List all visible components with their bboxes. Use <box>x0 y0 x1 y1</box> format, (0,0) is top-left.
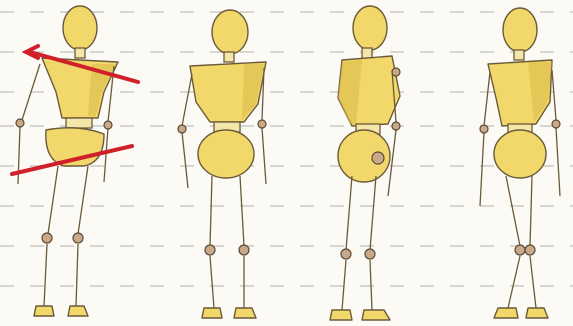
figure-back-view <box>480 8 560 318</box>
joint <box>525 245 535 255</box>
joint <box>73 233 83 243</box>
joint <box>365 249 375 259</box>
left-forearm <box>480 132 484 206</box>
left-forearm <box>182 132 188 188</box>
joint <box>552 120 560 128</box>
right-shin <box>76 244 78 306</box>
back-shin <box>342 260 346 310</box>
neck <box>75 48 85 58</box>
figure-back-three-quarter-view <box>178 10 266 318</box>
right-shin <box>530 256 536 308</box>
head <box>353 6 387 50</box>
right-foot <box>68 306 88 316</box>
front-foot <box>362 310 390 320</box>
joint <box>392 122 400 130</box>
left-foot <box>34 306 54 316</box>
joint <box>515 245 525 255</box>
right-forearm <box>556 128 560 196</box>
joint <box>205 245 215 255</box>
joint <box>480 125 488 133</box>
joint <box>239 245 249 255</box>
neck <box>224 52 234 62</box>
right-thigh <box>78 166 88 234</box>
pelvis <box>198 130 254 178</box>
joint <box>392 68 400 76</box>
head <box>503 8 537 52</box>
left-thigh <box>210 176 212 246</box>
left-thigh <box>48 166 58 234</box>
right-thigh <box>530 176 532 246</box>
waist <box>66 118 92 128</box>
joint <box>104 121 112 129</box>
left-foot <box>494 308 518 318</box>
joint <box>178 125 186 133</box>
joint <box>341 249 351 259</box>
back-foot <box>330 310 352 320</box>
joint <box>16 119 24 127</box>
left-shin <box>44 244 47 306</box>
left-arm <box>484 72 490 126</box>
left-arm <box>182 74 192 126</box>
right-foot <box>234 308 256 318</box>
left-thigh <box>506 176 520 246</box>
front-thigh <box>370 176 376 250</box>
right-foot <box>526 308 548 318</box>
left-shin <box>210 256 214 308</box>
joint <box>42 233 52 243</box>
head <box>212 10 248 54</box>
left-forearm <box>18 126 20 184</box>
right-arm <box>552 70 556 120</box>
figure-side-view <box>330 6 400 320</box>
figure-front-view <box>12 6 138 316</box>
right-forearm <box>262 128 266 184</box>
joint <box>372 152 384 164</box>
right-thigh <box>240 176 244 246</box>
head <box>63 6 97 50</box>
left-foot <box>202 308 222 318</box>
back-thigh <box>346 176 352 250</box>
joint <box>258 120 266 128</box>
neck <box>514 50 524 60</box>
left-shin <box>508 256 520 308</box>
front-shin <box>370 260 372 310</box>
pelvis <box>494 130 546 178</box>
